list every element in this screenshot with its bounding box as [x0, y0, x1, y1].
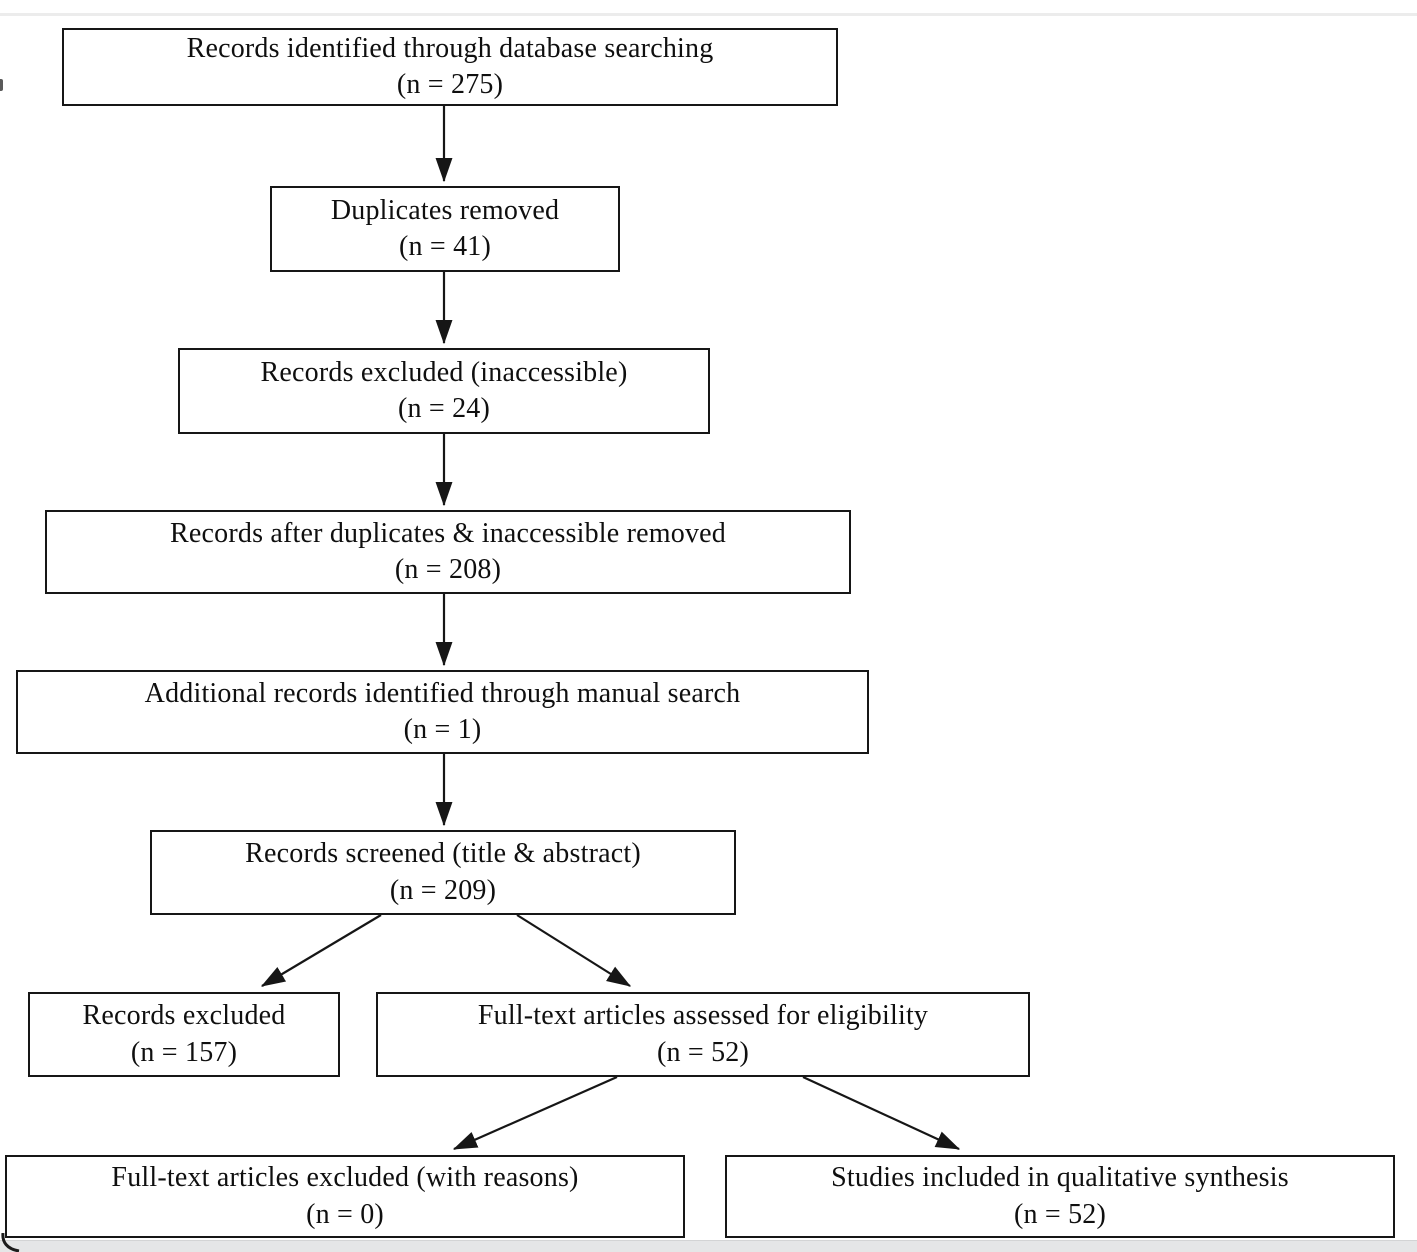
node-label: Records after duplicates & inaccessible … — [170, 517, 726, 549]
node-label: Additional records identified through ma… — [144, 677, 741, 709]
node-records-identified: Records identified through database sear… — [62, 28, 838, 106]
node-records-after-removed: Records after duplicates & inaccessible … — [45, 510, 851, 594]
node-label: Records excluded — [82, 1000, 286, 1032]
node-label: Full-text articles assessed for eligibil… — [477, 1000, 929, 1032]
page-left-edge-mark — [0, 79, 3, 91]
arrow-fulltext-to-qualitative — [802, 1076, 961, 1150]
node-records-screened: Records screened (title & abstract) (n =… — [150, 830, 736, 915]
node-count: (n = 208) — [394, 554, 502, 585]
page-top-edge-line — [0, 13, 1417, 16]
node-label: Full-text articles excluded (with reason… — [111, 1162, 579, 1194]
node-label: Records excluded (inaccessible) — [260, 356, 628, 388]
node-fulltext-assessed: Full-text articles assessed for eligibil… — [376, 992, 1030, 1077]
node-label: Studies included in qualitative synthesi… — [831, 1162, 1289, 1194]
node-records-excluded: Records excluded (n = 157) — [28, 992, 340, 1077]
node-additional-manual-search: Additional records identified through ma… — [16, 670, 869, 754]
node-count: (n = 275) — [396, 69, 504, 100]
node-qualitative-synthesis: Studies included in qualitative synthesi… — [725, 1155, 1395, 1238]
arrow-screened-to-fulltext — [516, 914, 632, 987]
node-count: (n = 157) — [130, 1036, 238, 1068]
node-count: (n = 52) — [1013, 1198, 1107, 1230]
node-duplicates-removed: Duplicates removed (n = 41) — [270, 186, 620, 272]
node-fulltext-excluded: Full-text articles excluded (with reason… — [5, 1155, 685, 1238]
node-label: Duplicates removed — [330, 194, 560, 226]
arrow-fulltext-to-fulltext-excluded — [452, 1075, 618, 1151]
node-count: (n = 52) — [656, 1036, 750, 1068]
page-corner-mark — [0, 1233, 20, 1252]
node-count: (n = 0) — [306, 1198, 384, 1230]
node-label: Records identified through database sear… — [186, 32, 714, 64]
node-label: Records screened (title & abstract) — [245, 838, 641, 870]
node-count: (n = 24) — [397, 393, 491, 424]
node-count: (n = 1) — [403, 714, 482, 745]
node-count: (n = 41) — [398, 231, 492, 262]
node-count: (n = 209) — [389, 874, 497, 906]
page-bottom-edge-bar — [0, 1240, 1417, 1252]
node-records-excluded-inaccessible: Records excluded (inaccessible) (n = 24) — [178, 348, 710, 434]
arrow-screened-to-excluded — [260, 914, 382, 987]
